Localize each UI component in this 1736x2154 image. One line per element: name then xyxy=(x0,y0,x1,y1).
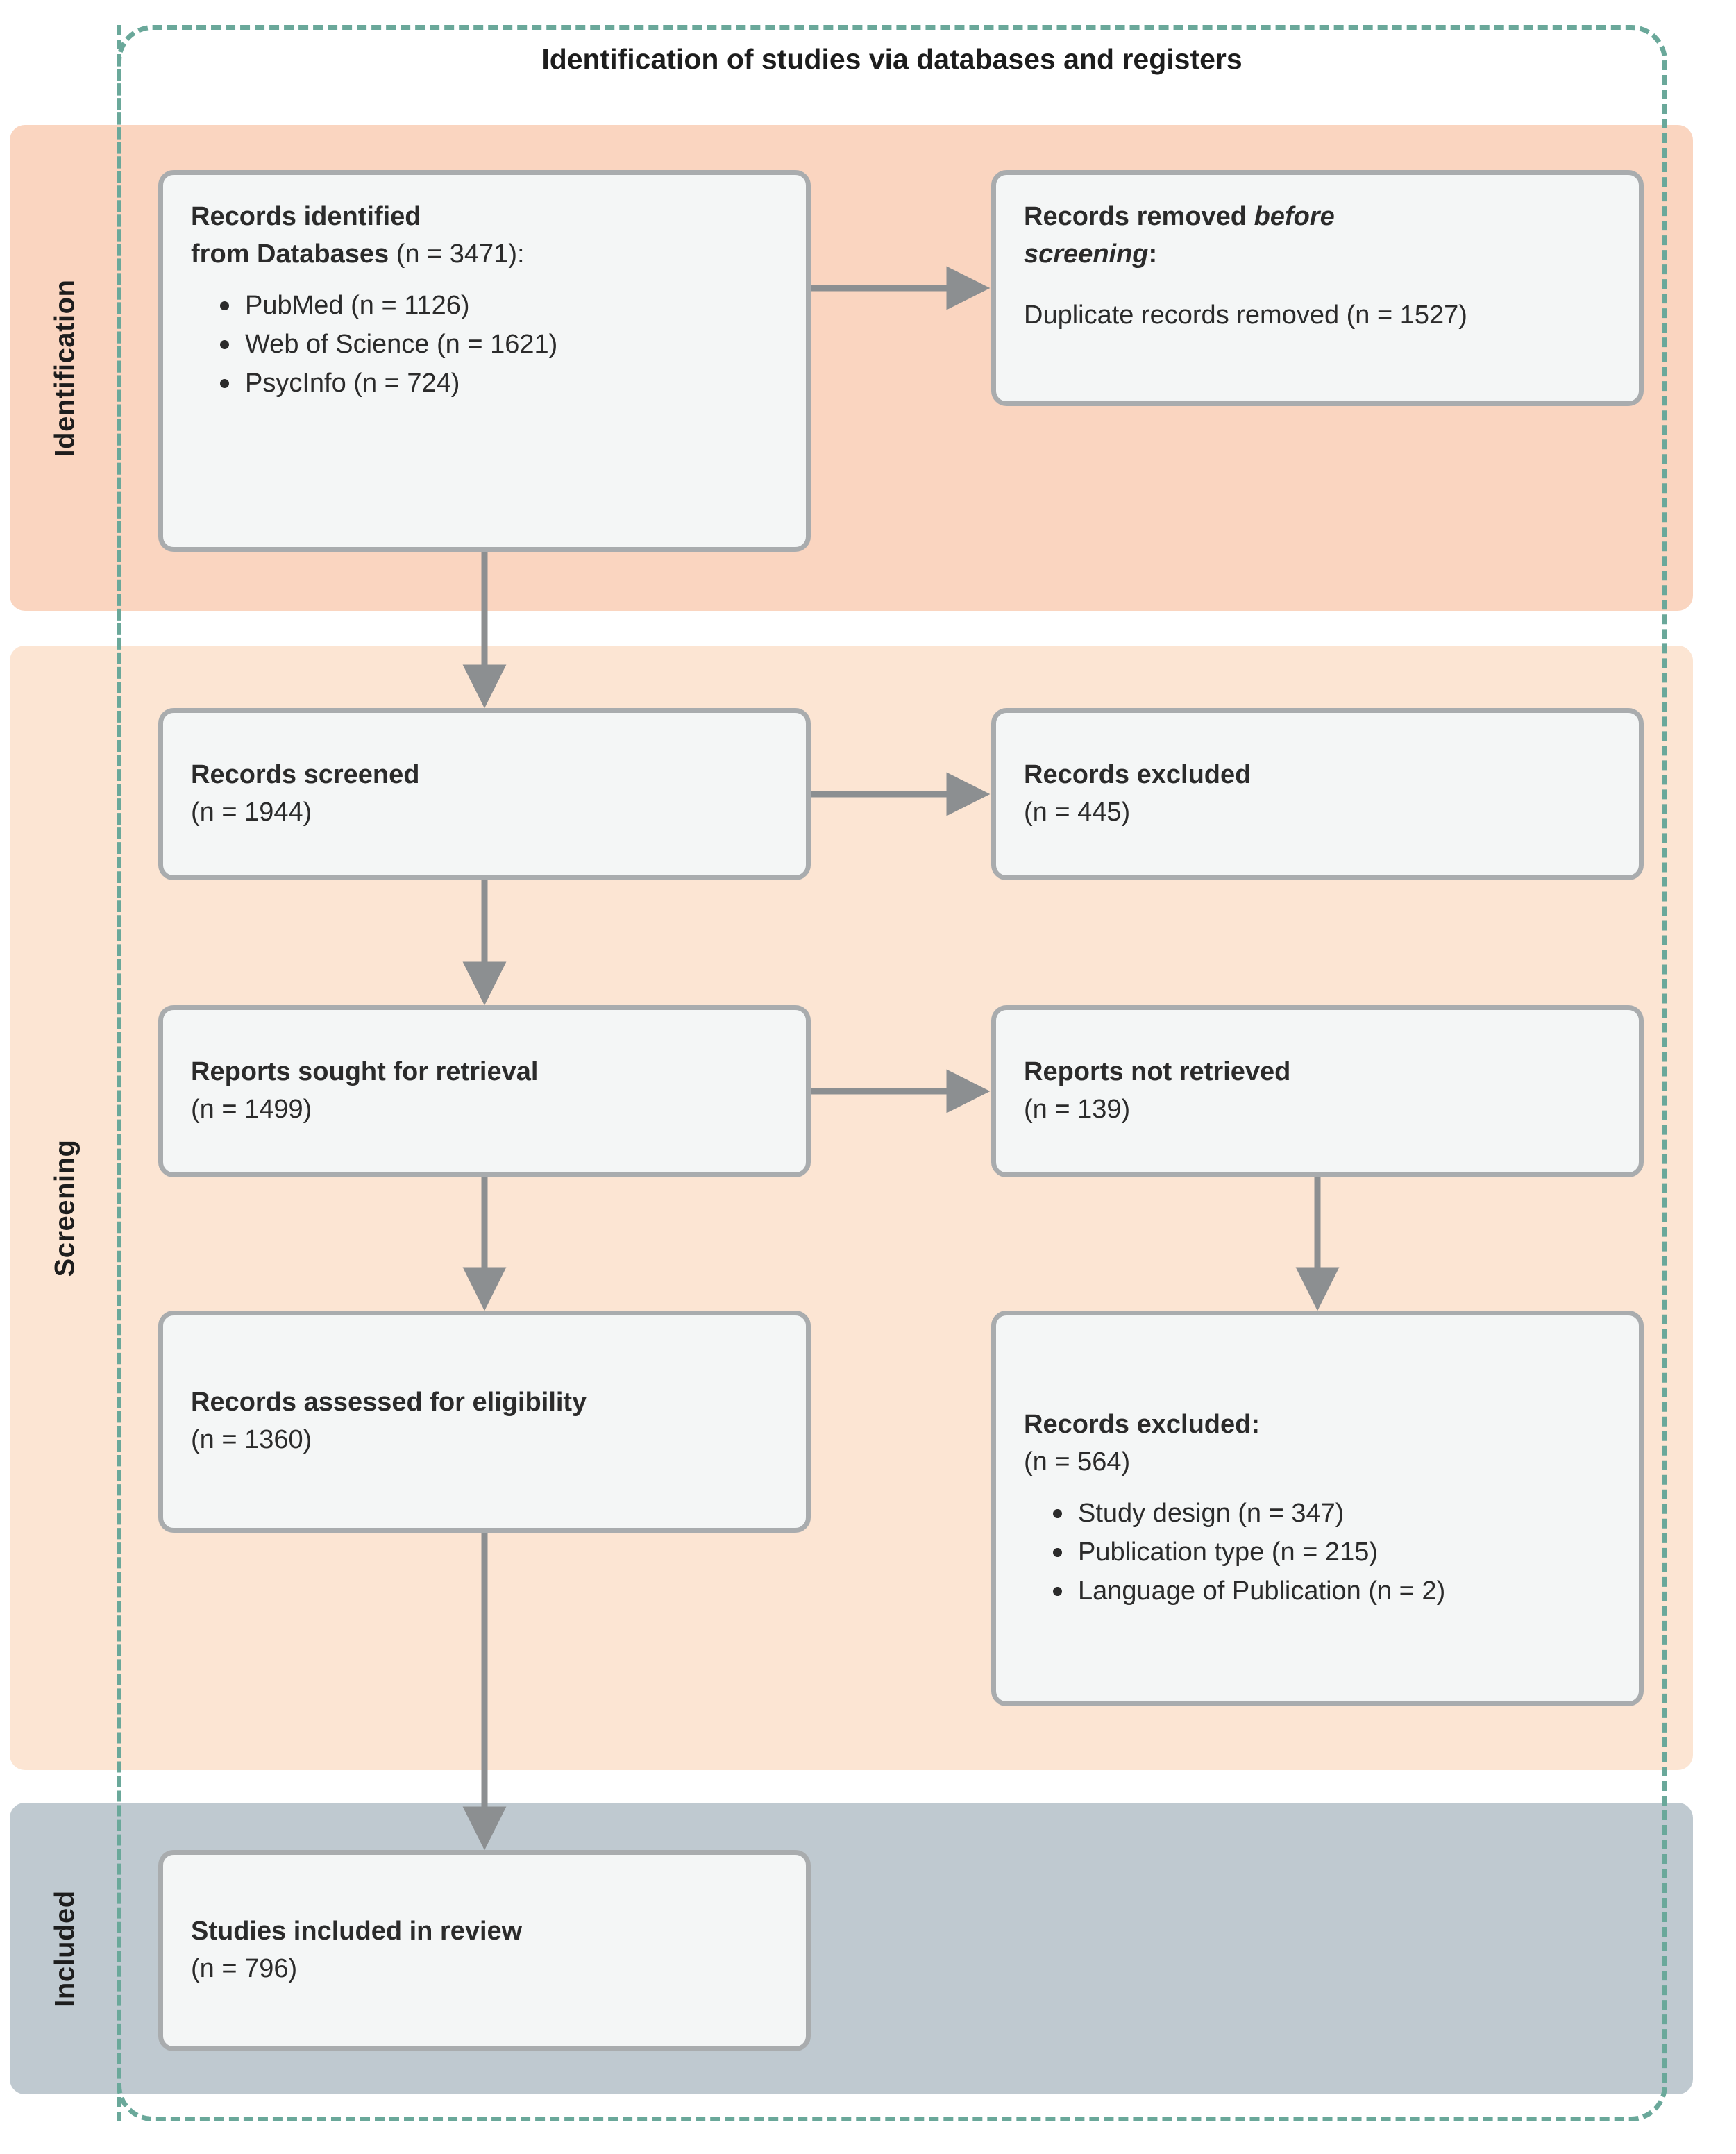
node-records-screened: Records screened (n = 1944) xyxy=(158,708,811,880)
records-removed-heading-text: Records removed xyxy=(1024,202,1254,231)
node-reports-sought: Reports sought for retrieval (n = 1499) xyxy=(158,1005,811,1177)
spacer xyxy=(1024,274,1611,297)
records-removed-emphasis-before: before xyxy=(1254,202,1335,231)
node-studies-included: Studies included in review (n = 796) xyxy=(158,1850,811,2051)
stage-label-included-text: Included xyxy=(49,1890,81,2008)
records-identified-heading-line2: from Databases (n = 3471): xyxy=(191,236,778,274)
records-removed-colon: : xyxy=(1148,239,1158,269)
list-item: Web of Science (n = 1621) xyxy=(220,325,778,364)
records-screened-count: (n = 1944) xyxy=(191,798,312,827)
node-records-removed: Records removed before screening: Duplic… xyxy=(991,170,1644,406)
records-excluded-screening-heading: Records excluded xyxy=(1024,760,1252,790)
stage-label-identification-text: Identification xyxy=(49,279,81,457)
list-item: Language of Publication (n = 2) xyxy=(1053,1572,1611,1610)
records-identified-source-label: from Databases xyxy=(191,239,389,269)
reports-sought-count: (n = 1499) xyxy=(191,1095,312,1124)
node-records-identified: Records identified from Databases (n = 3… xyxy=(158,170,811,552)
list-item: PsycInfo (n = 724) xyxy=(220,364,778,403)
records-excluded-eligibility-heading: Records excluded: xyxy=(1024,1409,1260,1439)
node-records-assessed: Records assessed for eligibility (n = 13… xyxy=(158,1311,811,1533)
records-removed-heading-line2: screening: xyxy=(1024,236,1611,274)
reports-not-retrieved-count: (n = 139) xyxy=(1024,1095,1131,1124)
node-reports-not-retrieved: Reports not retrieved (n = 139) xyxy=(991,1005,1644,1177)
reports-sought-heading: Reports sought for retrieval xyxy=(191,1057,539,1087)
records-screened-heading: Records screened xyxy=(191,760,420,790)
stage-label-included: Included xyxy=(24,1803,107,2094)
studies-included-count: (n = 796) xyxy=(191,1954,298,1983)
records-identified-heading-line1: Records identified xyxy=(191,202,421,231)
list-item: PubMed (n = 1126) xyxy=(220,286,778,325)
stage-label-identification: Identification xyxy=(24,125,107,611)
page-title: Identification of studies via databases … xyxy=(541,43,1242,75)
node-records-excluded-eligibility: Records excluded: (n = 564) Study design… xyxy=(991,1311,1644,1706)
records-excluded-eligibility-count: (n = 564) xyxy=(1024,1447,1131,1476)
records-removed-detail: Duplicate records removed (n = 1527) xyxy=(1024,300,1467,330)
records-assessed-heading: Records assessed for eligibility xyxy=(191,1388,587,1417)
stage-label-screening-text: Screening xyxy=(49,1139,81,1277)
list-item: Study design (n = 347) xyxy=(1053,1494,1611,1533)
records-identified-count: (n = 3471): xyxy=(389,239,525,269)
node-records-excluded-screening: Records excluded (n = 445) xyxy=(991,708,1644,880)
records-assessed-count: (n = 1360) xyxy=(191,1425,312,1454)
records-removed-heading-line1: Records removed before xyxy=(1024,199,1611,236)
records-excluded-eligibility-reason-list: Study design (n = 347) Publication type … xyxy=(1024,1494,1611,1611)
stage-label-screening: Screening xyxy=(24,646,107,1770)
records-removed-emphasis-screening: screening xyxy=(1024,239,1149,269)
reports-not-retrieved-heading: Reports not retrieved xyxy=(1024,1057,1291,1087)
records-identified-source-list: PubMed (n = 1126) Web of Science (n = 16… xyxy=(191,286,778,403)
list-item: Publication type (n = 215) xyxy=(1053,1533,1611,1572)
studies-included-heading: Studies included in review xyxy=(191,1917,523,1946)
stage-label-divider xyxy=(117,25,121,2121)
records-excluded-screening-count: (n = 445) xyxy=(1024,798,1131,827)
